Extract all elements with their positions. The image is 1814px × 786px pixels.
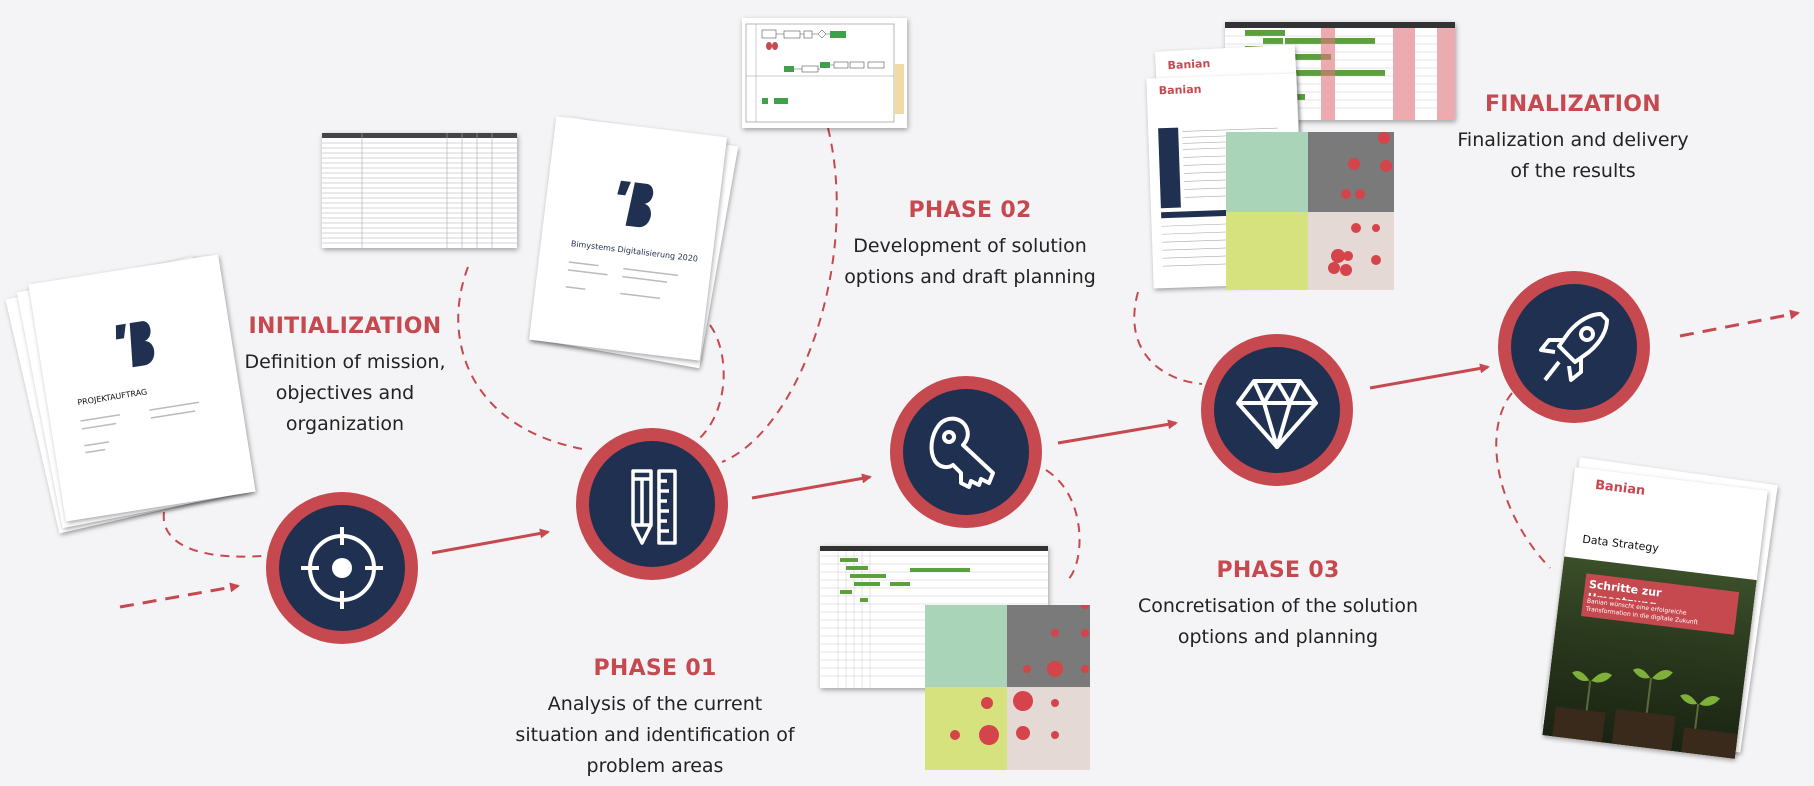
curve-matrix-p3 (1133, 291, 1203, 385)
rocket-icon (1539, 312, 1609, 382)
curve-doc-init (162, 511, 263, 558)
desc-line: options and planning (1177, 626, 1379, 648)
stage-text-initialization: INITIALIZATION Definition of mission, ob… (200, 314, 490, 440)
curve-p2-gantt (1045, 469, 1081, 581)
stage-description: Definition of mission, objectives and or… (200, 347, 490, 440)
banian-brand: Banian (1158, 82, 1202, 98)
arrow-p1-to-p2 (751, 473, 872, 500)
stage-text-finalization: FINALIZATION Finalization and delivery o… (1430, 92, 1716, 187)
stage-node-initialization[interactable] (266, 492, 418, 644)
desc-line: organization (285, 413, 405, 435)
stage-node-phase02[interactable] (890, 376, 1042, 528)
arrow-init-to-p1 (431, 528, 550, 555)
pencil-ruler-icon (631, 469, 677, 545)
stage-title: PHASE 02 (908, 198, 1032, 223)
exit-arrow (1679, 309, 1800, 338)
project-order-title: PROJEKTAUFTRAG (76, 387, 148, 408)
process-diagram-doc (742, 18, 907, 128)
desc-line: options and draft planning (844, 266, 1096, 288)
desc-line: objectives and (275, 382, 415, 404)
brand-logo (617, 180, 654, 228)
banian-brand-strategy: Banian (1594, 477, 1647, 499)
schedule-table-doc (1225, 22, 1455, 120)
desc-line: problem areas (586, 755, 724, 777)
stage-description: Finalization and delivery of the results (1430, 125, 1716, 187)
data-strategy-label: Data Strategy (1581, 532, 1660, 555)
curve-process-p1 (721, 127, 838, 463)
desc-line: Finalization and delivery (1457, 129, 1689, 151)
desc-line: of the results (1510, 160, 1636, 182)
stage-text-phase01: PHASE 01 Analysis of the current situati… (490, 656, 820, 782)
diamond-icon (1236, 379, 1318, 449)
stage-title: PHASE 03 (1216, 558, 1340, 583)
priority-matrix-small (925, 605, 1090, 770)
entry-arrow (119, 582, 240, 609)
desc-line: situation and identification of (515, 724, 795, 746)
data-table-doc (322, 133, 517, 248)
stage-description: Concretisation of the solution options a… (1118, 591, 1438, 653)
arrow-p2-to-p3 (1057, 419, 1178, 445)
arrow-p3-to-final (1369, 363, 1490, 390)
digitalization-doc: Bimystems Digitalisierung 2020 (528, 116, 728, 361)
stage-title: INITIALIZATION (248, 314, 442, 339)
stage-text-phase02: PHASE 02 Development of solution options… (820, 198, 1120, 293)
stage-description: Analysis of the current situation and id… (490, 689, 820, 782)
stage-node-phase03[interactable] (1201, 334, 1353, 486)
curve-table-p1 (457, 266, 589, 451)
desc-line: Development of solution (853, 235, 1087, 257)
brand-logo (115, 321, 155, 368)
project-order-doc: PROJEKTAUFTRAG (28, 254, 256, 522)
stage-node-phase01[interactable] (576, 428, 728, 580)
stage-text-phase03: PHASE 03 Concretisation of the solution … (1118, 558, 1438, 653)
banian-brand-back: Banian (1167, 56, 1211, 73)
target-icon (301, 527, 383, 609)
seedling-rows (1552, 668, 1738, 759)
curve-final-strategy (1495, 392, 1551, 569)
stage-node-finalization[interactable] (1498, 271, 1650, 423)
stage-title: PHASE 01 (593, 656, 717, 681)
desc-line: Definition of mission, (244, 351, 446, 373)
desc-line: Analysis of the current (547, 693, 763, 715)
priority-matrix-large (1226, 132, 1394, 290)
desc-line: Concretisation of the solution (1138, 595, 1418, 617)
stage-title: FINALIZATION (1484, 92, 1662, 117)
key-icon (929, 416, 995, 489)
stage-description: Development of solution options and draf… (820, 231, 1120, 293)
data-strategy-doc: Banian Data Strategy Schritte zur Umsetz… (1542, 467, 1768, 759)
strategy-photo: Schritte zur Umsetzung Banian wünscht ei… (1542, 556, 1757, 759)
